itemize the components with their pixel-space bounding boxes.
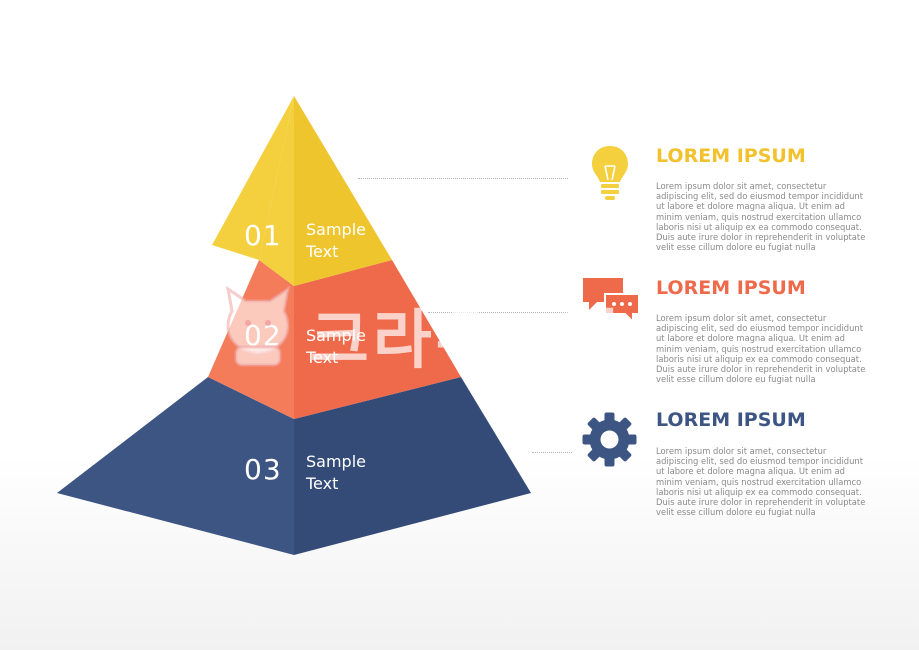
tier-1-right-face	[294, 96, 392, 286]
lightbulb-icon	[592, 146, 628, 200]
item-2-body: Lorem ipsum dolor sit amet, consectetur …	[656, 313, 866, 385]
connector-1	[358, 178, 568, 179]
tier-2-right-face	[294, 260, 461, 419]
item-2-title: LOREM IPSUM	[656, 277, 806, 299]
item-1-body: Lorem ipsum dolor sit amet, consectetur …	[656, 181, 866, 253]
connector-2	[428, 312, 568, 313]
gear-icon	[582, 412, 637, 467]
tier-1-number: 01	[244, 219, 282, 252]
tier-1-left-face	[259, 96, 294, 286]
item-3-body: Lorem ipsum dolor sit amet, consectetur …	[656, 446, 866, 518]
tier-3-left-face	[57, 377, 294, 555]
tier-3-number: 03	[244, 453, 282, 486]
chat-bubbles-icon	[583, 278, 640, 324]
item-1-title: LOREM IPSUM	[656, 145, 806, 167]
tier-3-label: Sample Text	[306, 452, 366, 493]
tier-1-left-face-2	[212, 96, 294, 260]
tier-2-number: 02	[244, 319, 282, 352]
tier-1-label: Sample Text	[306, 220, 366, 261]
tier-3-right-face	[294, 377, 531, 555]
item-3-title: LOREM IPSUM	[656, 409, 806, 431]
tier-2-label: Sample Text	[306, 326, 366, 367]
connector-3	[532, 452, 572, 453]
